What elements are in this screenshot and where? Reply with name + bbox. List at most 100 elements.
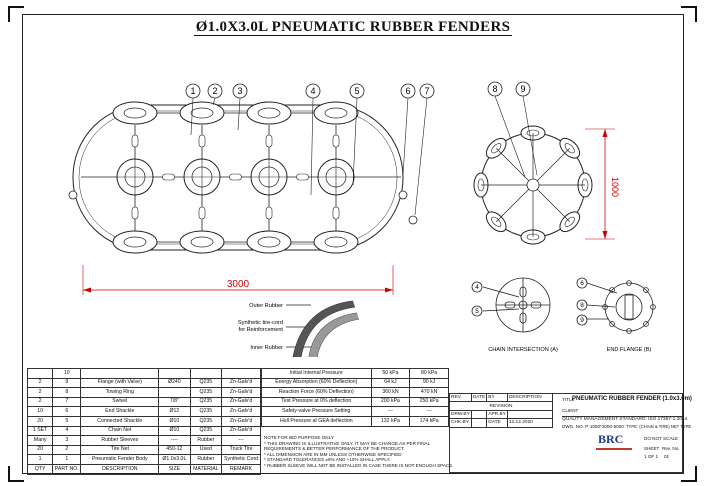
table-cell: Truck Tire bbox=[221, 444, 261, 456]
table-row: 10 bbox=[26, 368, 261, 379]
approved-by-label: APR.BY bbox=[486, 409, 508, 420]
tire bbox=[246, 230, 292, 254]
by-header: BY bbox=[486, 392, 508, 403]
table-cell: Connected Shackle bbox=[80, 415, 160, 427]
balloon-label: 6 bbox=[405, 86, 410, 96]
balloon-label: 8 bbox=[492, 84, 497, 94]
dwg-no: DWG. NO. P-1000*3000-5000 bbox=[562, 424, 624, 429]
table-cell: Ø12 bbox=[158, 406, 191, 417]
table-cell: 2 bbox=[52, 444, 82, 456]
sheet-label: SHEET bbox=[644, 446, 660, 451]
client-label: CLIENT bbox=[562, 408, 579, 413]
section-label-cord: Synthetic tire-cord bbox=[238, 320, 283, 326]
tire bbox=[179, 230, 225, 254]
table-cell: PART NO. bbox=[52, 463, 82, 475]
balloon: 3 bbox=[232, 83, 248, 131]
table-cell bbox=[158, 368, 191, 379]
table-cell: Pneumatic Fender Body bbox=[80, 454, 160, 465]
tire bbox=[116, 158, 154, 196]
table-cell: 470 kN bbox=[409, 387, 449, 398]
table-cell: Zn-Galv'd bbox=[221, 387, 261, 398]
table-cell: 1 bbox=[26, 454, 54, 465]
side-view: 8 9 1000 bbox=[473, 81, 620, 245]
note-line: NOTE FOR BID PURPOSE ONLY bbox=[264, 435, 334, 440]
table-cell: Towing Ring bbox=[80, 387, 160, 398]
table-cell: Flange (with Valve) bbox=[80, 377, 160, 389]
table-cell: 250 kPa bbox=[409, 396, 449, 408]
table-cell: QTY bbox=[26, 463, 54, 475]
tire bbox=[246, 101, 292, 125]
table-cell: 80 kPa bbox=[409, 368, 449, 379]
qms-text: QUALITY MANAGEMENT STANDARD: ISO 17357-1… bbox=[562, 416, 688, 422]
flange-lug bbox=[643, 321, 649, 327]
flange-lug bbox=[626, 280, 632, 286]
table-cell: --- bbox=[370, 406, 411, 417]
table-cell: 1 SET bbox=[26, 425, 54, 437]
checked-by-label: CHK.BY bbox=[449, 418, 472, 428]
sheet-value: 1 OF 1 bbox=[644, 454, 659, 459]
balloon-label: 9 bbox=[520, 84, 525, 94]
note-line: REQUIREMENTS & BETTER PERFORMANCE OF THE… bbox=[264, 446, 405, 452]
table-cell: Chain Net bbox=[80, 425, 160, 437]
table-cell bbox=[158, 387, 191, 398]
type-text: TYPE: (CHAIN & TIRE) NET TYPE bbox=[626, 424, 692, 429]
tire bbox=[183, 158, 221, 196]
balloon-label: 4 bbox=[310, 86, 315, 96]
table-cell: 5 bbox=[52, 415, 82, 427]
table-cell: Reaction Force (60% Deflection) bbox=[261, 387, 372, 398]
table-row: Safety-valve Pressure Setting------ bbox=[261, 406, 449, 417]
balloon-4-label: 4 bbox=[475, 284, 479, 291]
date-header: DATE bbox=[470, 392, 488, 403]
table-cell: Ø1.0x3.0L bbox=[158, 454, 191, 465]
table-cell: REMARK bbox=[221, 463, 261, 475]
section-label-outer: Outer Rubber bbox=[249, 303, 283, 309]
tire bbox=[317, 158, 355, 196]
title-block: REV. DATE BY DESCRIPTION REVISION DRW.BY… bbox=[449, 392, 692, 473]
corner-mark bbox=[8, 6, 24, 22]
table-cell: Ø10 bbox=[158, 415, 191, 427]
corner-mark bbox=[681, 466, 697, 482]
end-shackle bbox=[398, 190, 408, 200]
balloon: 7 bbox=[414, 83, 435, 216]
dimension-diameter-text: 1000 bbox=[610, 177, 620, 197]
brc-logo-underline bbox=[596, 448, 632, 450]
table-cell: Used bbox=[189, 444, 223, 456]
balloon: 1 bbox=[185, 83, 201, 136]
flange bbox=[526, 178, 540, 192]
table-cell: 20 bbox=[26, 415, 54, 427]
table-cell: 2 bbox=[26, 396, 54, 408]
table-cell bbox=[189, 368, 223, 379]
table-cell: Swivel bbox=[80, 396, 160, 408]
table-cell: Q235 bbox=[189, 406, 223, 417]
table-cell: Zn-Galv'd bbox=[221, 396, 261, 408]
table-cell: Zn-Galv'd bbox=[221, 425, 261, 437]
end-flange-detail: 6 8 9 END FLANGE (B) bbox=[576, 277, 656, 353]
tire bbox=[112, 230, 158, 254]
drawn-by-label: DRW.BY bbox=[449, 409, 472, 420]
table-cell: 2 bbox=[26, 387, 54, 398]
table-cell: 64 kJ bbox=[370, 377, 411, 389]
balloon: 6 bbox=[400, 83, 416, 176]
balloon-label: 2 bbox=[212, 86, 217, 96]
note-line: * THIS DRAWING IS ILLUSTRATIVE ONLY, IT … bbox=[264, 440, 431, 446]
description-header: DESCRIPTION bbox=[506, 392, 554, 403]
dimension-length bbox=[82, 265, 394, 295]
chain-intersection-detail: 4 5 CHAIN INTERSECTION (A) bbox=[471, 277, 558, 353]
table-cell: Initial Internal Pressure bbox=[261, 368, 372, 379]
table-cell: --- bbox=[409, 406, 449, 417]
table-cell: Rubber bbox=[189, 435, 223, 446]
flange-lug bbox=[643, 287, 649, 293]
table-cell: Rubber Sleeves bbox=[80, 435, 160, 446]
fender-body-inner bbox=[78, 110, 398, 245]
tire bbox=[250, 158, 288, 196]
table-cell: 174 kPa bbox=[409, 415, 449, 427]
